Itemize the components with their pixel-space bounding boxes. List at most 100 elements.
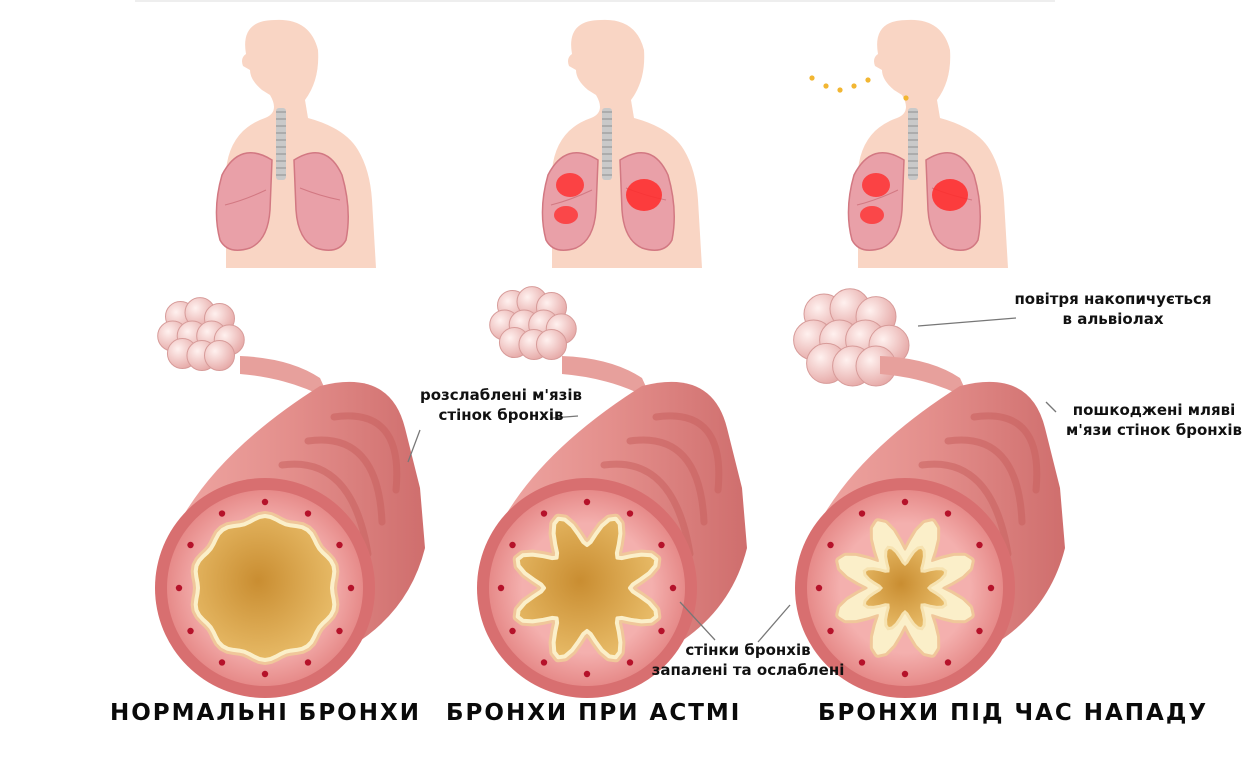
- inflamed-spot: [626, 179, 662, 211]
- cartilage-ring: [970, 412, 1041, 494]
- cartilage-ring: [944, 436, 1026, 526]
- leader-line: [679, 601, 716, 641]
- label-air-trapped-line1: повітря накопичується: [1014, 290, 1212, 308]
- inflamed-spot: [860, 206, 884, 224]
- cartilage-ring: [918, 460, 1012, 558]
- bronchiole-stalk: [880, 356, 970, 400]
- title-attack-bronchi: БРОНХИ ПІД ЧАС НАПАДУ: [818, 700, 1209, 726]
- lung-fissure: [550, 189, 593, 206]
- cartilage-ring: [626, 436, 708, 526]
- label-damaged-muscles-line1: пошкоджені мляві: [1072, 401, 1236, 419]
- gland-dot: [827, 627, 834, 635]
- inhaled-particle: [823, 83, 829, 89]
- bronchiole-stalk: [562, 356, 652, 400]
- leader-line: [1045, 401, 1057, 413]
- gland-dot: [858, 510, 866, 517]
- torso-figure-2: [541, 19, 702, 268]
- gland-dot: [976, 627, 983, 635]
- gland-dot: [944, 659, 952, 666]
- leader-line: [551, 415, 579, 419]
- gland-dot: [827, 541, 834, 549]
- gland-dot: [509, 541, 516, 549]
- gland-dot: [175, 584, 183, 592]
- leader-line: [757, 604, 791, 643]
- gland-dot: [901, 498, 909, 506]
- label-damaged-muscles-line2: м'язи стінок бронхів: [1066, 421, 1242, 439]
- label-damaged-muscles: пошкоджені мляві м'язи стінок бронхів: [1060, 400, 1248, 440]
- gland-dot: [218, 510, 226, 517]
- gland-dot: [669, 584, 677, 592]
- gland-dot: [626, 659, 634, 666]
- cartilage-ring: [330, 412, 401, 494]
- label-relaxed-muscles: розслаблені м'язів стінок бронхів: [416, 385, 586, 425]
- gland-dot: [976, 541, 983, 549]
- gland-dot: [626, 510, 634, 517]
- bronchus-3: [795, 356, 1065, 698]
- gland-dot: [187, 627, 194, 635]
- gland-dot: [858, 659, 866, 666]
- alveoli-cluster-1: [157, 297, 245, 371]
- alveolus: [536, 329, 567, 360]
- label-inflamed-walls-line2: запалені та ослаблені: [651, 661, 845, 679]
- inflamed-spot: [556, 173, 584, 197]
- gland-dot: [540, 510, 548, 517]
- gland-dot: [261, 498, 269, 506]
- gland-dot: [336, 541, 343, 549]
- cartilage-ring: [304, 436, 386, 526]
- leader-line: [407, 429, 421, 463]
- label-relaxed-muscles-line1: розслаблені м'язів: [420, 386, 582, 404]
- cartilage-ring: [600, 460, 694, 558]
- bronchiole-stalk: [240, 356, 330, 400]
- inhaled-particle: [865, 77, 871, 83]
- gland-dot: [304, 659, 312, 666]
- inhaled-particle: [809, 75, 815, 81]
- gland-dot: [509, 627, 516, 635]
- left-lung: [215, 152, 273, 251]
- label-air-trapped: повітря накопичується в альвіолах: [1006, 289, 1220, 329]
- gland-dot: [336, 627, 343, 635]
- cartilage-ring: [278, 460, 372, 558]
- torso-figure-1: [215, 19, 376, 268]
- gland-dot: [187, 541, 194, 549]
- lung-fissure: [856, 189, 899, 206]
- left-lung: [847, 152, 905, 251]
- label-relaxed-muscles-line2: стінок бронхів: [438, 406, 564, 424]
- inflamed-spot: [554, 206, 578, 224]
- gland-dot: [540, 659, 548, 666]
- inhaled-particle: [851, 83, 857, 89]
- bronchus-1: [155, 356, 425, 698]
- alveoli-cluster-2: [489, 286, 577, 360]
- inflamed-spot: [862, 173, 890, 197]
- gland-dot: [583, 670, 591, 678]
- inhaled-particle: [837, 87, 843, 93]
- inhaled-particle: [903, 95, 909, 101]
- title-normal-bronchi: НОРМАЛЬНІ БРОНХИ: [110, 700, 421, 726]
- gland-dot: [497, 584, 505, 592]
- title-asthma-bronchi: БРОНХИ ПРИ АСТМІ: [446, 700, 742, 726]
- gland-dot: [815, 584, 823, 592]
- gland-dot: [658, 627, 665, 635]
- gland-dot: [261, 670, 269, 678]
- cartilage-ring: [652, 412, 723, 494]
- airway-lumen: [193, 514, 337, 662]
- torso-figure-3: [847, 19, 1008, 268]
- label-inflamed-walls-line1: стінки бронхів: [685, 641, 811, 659]
- gland-dot: [304, 510, 312, 517]
- gland-dot: [583, 498, 591, 506]
- gland-dot: [901, 670, 909, 678]
- gland-dot: [987, 584, 995, 592]
- gland-dot: [347, 584, 355, 592]
- gland-dot: [658, 541, 665, 549]
- label-inflamed-walls: стінки бронхів запалені та ослаблені: [648, 640, 848, 680]
- lung-fissure: [224, 189, 267, 206]
- right-lung: [293, 152, 349, 251]
- label-air-trapped-line2: в альвіолах: [1062, 310, 1164, 328]
- gland-dot: [218, 659, 226, 666]
- leader-line: [917, 317, 1017, 327]
- gland-dot: [944, 510, 952, 517]
- airway-lumen: [515, 516, 659, 660]
- inflamed-spot: [932, 179, 968, 211]
- left-lung: [541, 152, 599, 251]
